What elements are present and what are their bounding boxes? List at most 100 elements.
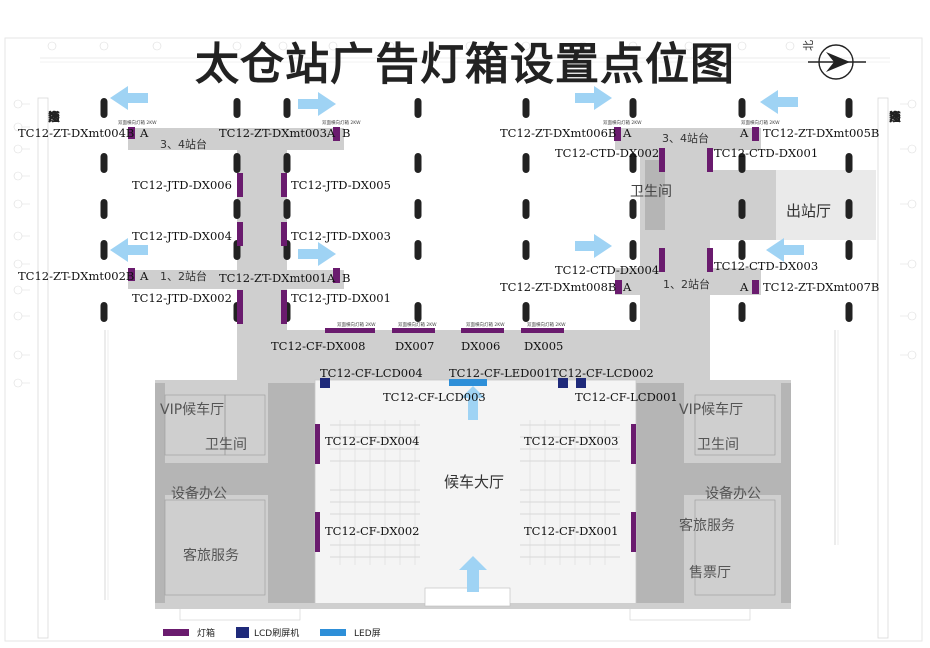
track-column [738,199,746,219]
mark-a: A [623,280,632,294]
track-column [522,302,530,322]
lightbox-label: TC12-JTD-DX003 [291,229,391,243]
legend-lcd-swatch [236,626,249,638]
toilet-left-label: 卫生间 [205,437,247,453]
track-column [100,153,108,173]
lcd-label: TC12-CF-LCD002 [551,366,654,380]
vip-left-label: VIP候车厅 [160,402,225,418]
service-left-label: 客旅服务 [183,548,239,564]
lightbox-label: TC12-ZT-DXmt002B [18,269,135,283]
toilet-upper-label: 卫生间 [630,184,672,200]
legend-lcd: LCD刷屏机 [236,626,300,639]
lightbox-label: TC12-CTD-DX002 [555,146,660,160]
lightbox-label: TC12-JTD-DX004 [132,229,232,243]
mark-a: A [740,280,749,294]
compass-north-label: 北 [802,40,815,51]
side-label-char: 西 [888,110,901,124]
lightbox-label: TC12-JTD-DX006 [132,178,232,192]
track-column [414,240,422,260]
legend-lightbox-swatch [163,628,189,636]
track-column [845,153,853,173]
spec-label: 双面横向灯箱 2KW [118,121,157,126]
lightbox-label: TC12-JTD-DX005 [291,178,391,192]
track-column [738,98,746,118]
spec-label: 双面横向灯箱 2KW [603,121,642,126]
track-column [283,199,291,219]
spec-label: 双面横向灯箱 2KW [466,323,505,328]
vip-right-label: VIP候车厅 [679,402,744,418]
track-column [845,98,853,118]
platform-12-left-label: 1、2站台 [160,270,207,283]
track-column [233,98,241,118]
lightbox-label: TC12-CF-DX001 [524,524,619,538]
track-column [845,302,853,322]
legend-led-label: LED屏 [354,628,381,639]
lightbox-label: DX005 [524,339,564,353]
track-column [100,240,108,260]
lcd-label: TC12-CF-LCD004 [320,366,423,380]
track-column [629,240,637,260]
platform-12-right-label: 1、2站台 [663,278,710,291]
waiting-hall-label: 候车大厅 [444,473,505,491]
side-label-char: 道 [47,110,60,124]
track-column [414,153,422,173]
legend-lcd-label: LCD刷屏机 [254,628,300,639]
track-column [738,153,746,173]
legend-lightbox-label: 灯箱 [197,628,216,639]
lightbox-label: TC12-CF-DX004 [325,434,420,448]
lightbox-label: TC12-ZT-DXmt008B [500,280,617,294]
track-column [100,302,108,322]
lightbox-label: TC12-ZT-DXmt005B [763,126,880,140]
side-label-char: 广 [888,110,901,124]
toilet-right-label: 卫生间 [697,437,739,453]
lightbox-label: TC12-ZT-DXmt007B [763,280,880,294]
track-column [629,302,637,322]
track-column [100,199,108,219]
lightbox-label: TC12-JTD-DX001 [291,291,391,305]
lightbox-label: TC12-CF-DX008 [271,339,366,353]
platform-34-right-label: 3、4站台 [662,132,709,145]
mark-a: A [623,126,632,140]
ticket-hall-label: 售票厅 [689,565,731,581]
mark-a: A [140,126,149,140]
side-label-char: 东 [888,110,901,124]
track-column [414,98,422,118]
track-column [845,199,853,219]
lightbox-label: DX007 [395,339,435,353]
lcd-label: TC12-CF-LCD003 [383,390,486,404]
side-label-char: 通 [47,110,60,124]
track-column [414,302,422,322]
side-label-char: 场 [888,110,901,124]
track-column [629,199,637,219]
legend-lightbox: 灯箱 [163,626,216,639]
equip-left-label: 设备办公 [171,486,227,502]
mark-b: B [342,126,351,140]
lightbox-label: TC12-CTD-DX003 [714,259,819,273]
page-title: 太仓站广告灯箱设置点位图 [195,39,735,90]
spec-label: 双面横向灯箱 2KW [398,323,437,328]
side-label-char: 连 [47,110,60,124]
exit-hall-label: 出站厅 [786,202,832,220]
track-column [522,240,530,260]
side-label-char: 广 [47,110,60,124]
lightbox-label: TC12-ZT-DXmt001A [219,271,336,285]
platform-34-left-label: 3、4站台 [160,138,207,151]
lightbox-label: TC12-ZT-DXmt003A [219,126,336,140]
led-label: TC12-CF-LED001 [449,366,552,380]
spec-label: 双面横向灯箱 2KW [322,121,361,126]
spec-label: 双面横向灯箱 2KW [337,323,376,328]
lcd-label: TC12-CF-LCD001 [575,390,678,404]
track-column [845,240,853,260]
track-column [522,98,530,118]
side-label-char: 通 [888,110,901,124]
track-column [283,153,291,173]
side-label-char: 道 [888,110,901,124]
track-column [100,98,108,118]
track-column [629,153,637,173]
track-column [414,199,422,219]
side-label-char: 连 [888,110,901,124]
mark-a: A [740,126,749,140]
side-label-char: 接 [47,110,60,124]
side-label-char: 场 [47,110,60,124]
